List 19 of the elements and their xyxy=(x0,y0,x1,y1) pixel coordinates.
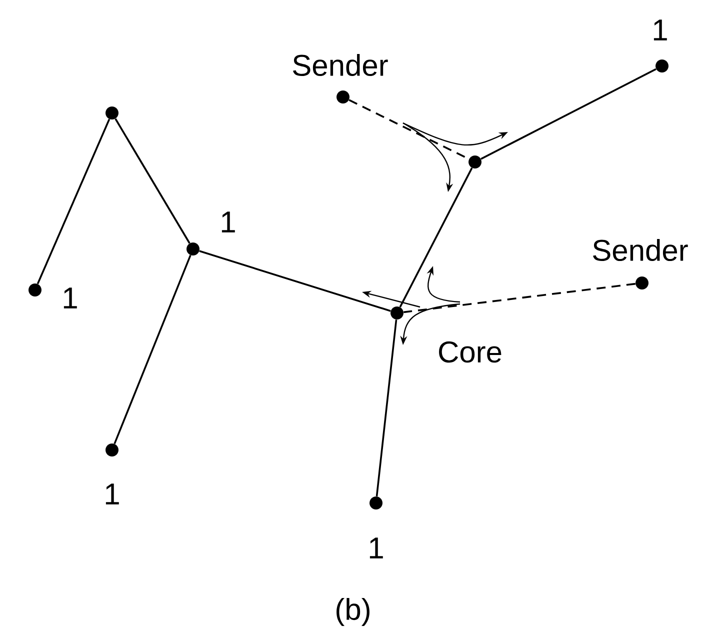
caption: (b) xyxy=(336,598,370,626)
node-label: 1 xyxy=(64,288,77,308)
connector xyxy=(114,118,190,244)
dot xyxy=(106,106,118,120)
connector xyxy=(36,118,110,284)
connector xyxy=(404,282,636,314)
node-label: Sender xyxy=(593,239,688,262)
connector xyxy=(199,250,391,312)
node-label: 1 xyxy=(222,212,235,232)
node-label: 1 xyxy=(106,484,119,504)
connector xyxy=(376,320,398,496)
node-label: 1 xyxy=(370,538,383,558)
connector xyxy=(399,168,473,308)
connector xyxy=(114,254,192,444)
connector xyxy=(480,68,656,160)
node-label: 1 xyxy=(654,20,667,40)
node-label: Core xyxy=(439,341,502,363)
dot xyxy=(468,156,482,168)
node-label: Sender xyxy=(293,54,388,76)
